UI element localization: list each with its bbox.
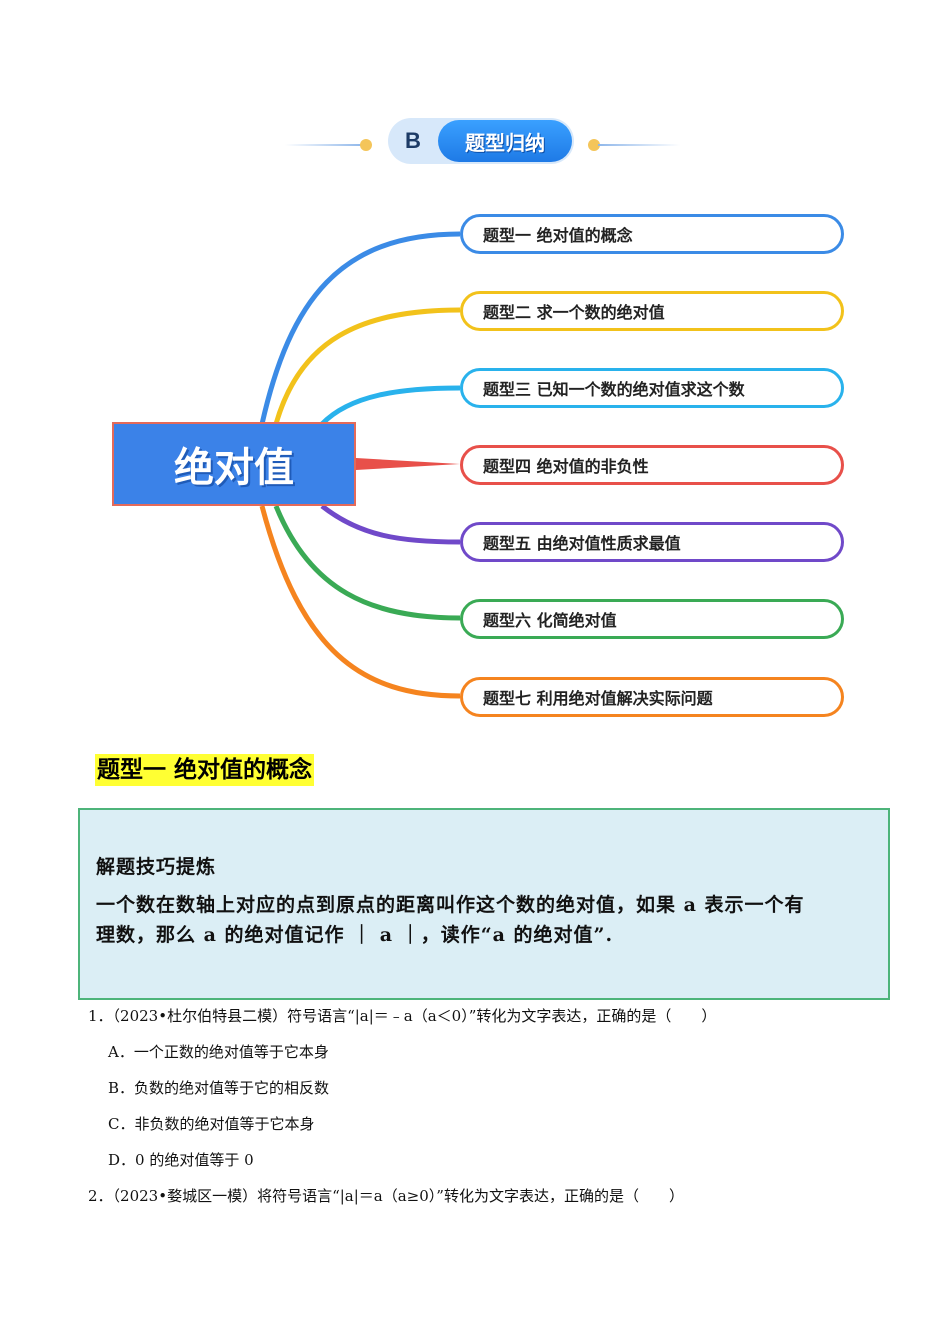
question-1-option-b[interactable]: B．负数的绝对值等于它的相反数	[108, 1079, 330, 1097]
question-2-stem: 2．（2023•婺城区一模）将符号语言“|a|＝a（a≥0）”转化为文字表达，正…	[88, 1187, 684, 1205]
mindmap-center: 绝对值	[112, 422, 356, 506]
node-label: 题型五 由绝对值性质求最值	[483, 534, 681, 553]
tip-body: 一个数在数轴上对应的点到原点的距离叫作这个数的绝对值，如果 a 表示一个有 理数…	[96, 890, 886, 950]
mindmap-node-7[interactable]: 题型七 利用绝对值解决实际问题	[460, 677, 844, 717]
node-label: 题型一 绝对值的概念	[483, 226, 633, 245]
connector-4	[356, 458, 460, 470]
tip-line-1: 一个数在数轴上对应的点到原点的距离叫作这个数的绝对值，如果 a 表示一个有	[96, 894, 805, 916]
question-1-option-a[interactable]: A．一个正数的绝对值等于它本身	[108, 1043, 329, 1061]
mindmap-node-3[interactable]: 题型三 已知一个数的绝对值求这个数	[460, 368, 844, 408]
node-label: 题型四 绝对值的非负性	[483, 457, 649, 476]
connector-1	[259, 231, 461, 425]
connector-3	[320, 385, 461, 426]
node-label: 题型六 化简绝对值	[483, 611, 617, 630]
tip-line-2: 理数，那么 a 的绝对值记作 ｜ a ｜，读作“a 的绝对值”.	[96, 924, 614, 946]
mindmap-connectors	[259, 231, 461, 699]
node-label: 题型七 利用绝对值解决实际问题	[483, 689, 713, 708]
mindmap-node-6[interactable]: 题型六 化简绝对值	[460, 599, 844, 639]
mindmap-node-2[interactable]: 题型二 求一个数的绝对值	[460, 291, 844, 331]
question-1-option-d[interactable]: D．0 的绝对值等于 0	[108, 1151, 254, 1169]
header-right-line	[598, 144, 680, 146]
question-1-stem: 1．（2023•杜尔伯特县二模）符号语言“|a|＝﹣a（a＜0）”转化为文字表达…	[88, 1007, 717, 1025]
question-1-option-c[interactable]: C．非负数的绝对值等于它本身	[108, 1115, 315, 1133]
tip-box	[78, 808, 890, 1000]
mindmap-node-1[interactable]: 题型一 绝对值的概念	[460, 214, 844, 254]
mindmap-node-4[interactable]: 题型四 绝对值的非负性	[460, 445, 844, 485]
section-title: 题型归纳	[438, 120, 572, 162]
connector-7	[259, 505, 461, 699]
connector-2	[273, 307, 461, 425]
type-heading: 题型一 绝对值的概念	[95, 754, 315, 786]
mindmap-node-5[interactable]: 题型五 由绝对值性质求最值	[460, 522, 844, 562]
connector-5	[320, 504, 461, 545]
connector-6	[273, 505, 461, 621]
section-badge: B	[392, 121, 434, 161]
header-left-dot	[360, 139, 372, 151]
tip-title: 解题技巧提炼	[96, 856, 217, 878]
node-label: 题型三 已知一个数的绝对值求这个数	[483, 380, 745, 399]
header-left-line	[285, 144, 363, 146]
header-right-dot	[588, 139, 600, 151]
node-label: 题型二 求一个数的绝对值	[483, 303, 665, 322]
